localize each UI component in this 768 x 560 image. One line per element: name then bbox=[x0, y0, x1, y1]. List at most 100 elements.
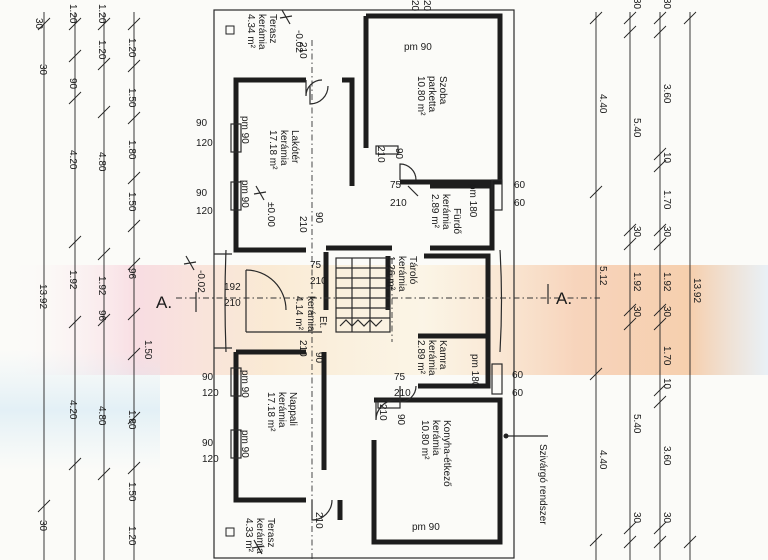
room-name: Kamra bbox=[437, 340, 448, 370]
room-area: 10.80 m² bbox=[415, 76, 426, 116]
left-dim-c1-0: 30 bbox=[33, 18, 44, 30]
right-dim-c2-6: 30 bbox=[631, 512, 642, 524]
left-dim-c4-7: 1.50 bbox=[126, 482, 137, 502]
door-width: 75 bbox=[390, 180, 402, 191]
walls bbox=[233, 13, 503, 545]
opening-pm180: pm 180 bbox=[469, 354, 480, 388]
door-height: 210 bbox=[297, 42, 308, 59]
right-dim-c3-7: 1.70 bbox=[661, 346, 672, 366]
opening-pm90: pm 90 bbox=[412, 522, 440, 533]
room-area: 17.18 m² bbox=[267, 130, 278, 170]
opening-pm90: pm 90 bbox=[239, 370, 250, 398]
left-dim-c4-2: 1.80 bbox=[126, 140, 137, 160]
left-dim-c2-0: 1.20 bbox=[67, 4, 78, 24]
opening-pm180: pm 180 bbox=[467, 184, 478, 218]
top-dim-1: 20 bbox=[421, 0, 432, 12]
window-height: 120 bbox=[202, 388, 219, 399]
left-dim-c4-6: 1.80 bbox=[126, 410, 137, 430]
room-name: Szoba bbox=[437, 76, 448, 105]
left-dim-c4-3: 1.50 bbox=[126, 192, 137, 212]
right-dim-c3-6: 30 bbox=[661, 306, 672, 318]
opening-pm90: pm 90 bbox=[239, 180, 250, 208]
door-width: 90 bbox=[313, 352, 324, 364]
room-area: 17.18 m² bbox=[265, 392, 276, 432]
level-top: -0.02 bbox=[293, 30, 304, 53]
window-width: 90 bbox=[196, 118, 208, 129]
door-height: 210 bbox=[377, 404, 388, 421]
left-dim-c4-5: 1.50 bbox=[142, 340, 153, 360]
room-floor: parketta bbox=[426, 76, 437, 113]
level-marker-icon bbox=[183, 9, 293, 555]
door-height: 210 bbox=[375, 146, 386, 163]
room-area: 10.80 m² bbox=[419, 420, 430, 460]
room-area: 4.14 m² bbox=[293, 296, 304, 331]
level-side: -0.02 bbox=[195, 270, 206, 293]
window-width: 90 bbox=[196, 188, 208, 199]
left-dim-c3-5: 4.80 bbox=[96, 406, 107, 426]
slab-outline bbox=[213, 9, 515, 559]
right-dim-c3-1: 3.60 bbox=[661, 84, 672, 104]
left-dim-c4-8: 1.20 bbox=[126, 526, 137, 546]
room-name: Lakótér bbox=[289, 130, 300, 164]
terrace-marker-icon-bottom bbox=[225, 527, 235, 537]
right-dim-c2-3: 1.92 bbox=[631, 272, 642, 292]
left-dimension-chains: 30 30 13.92 30 1.20 90 4.20 1.92 4.20 1.… bbox=[33, 4, 153, 560]
room-area: 2.89 m² bbox=[415, 340, 426, 375]
room-labels: Terasz kerámia 4.34 m² Lakótér kerámia 1… bbox=[243, 14, 462, 554]
room-name: Tároló bbox=[407, 256, 418, 285]
window-height: 120 bbox=[196, 138, 213, 149]
room-name: Fürdő bbox=[451, 208, 462, 235]
section-markers: A. A. bbox=[156, 284, 572, 312]
opening-pm90: pm 90 bbox=[239, 430, 250, 458]
right-dim-c3-2: 10 bbox=[661, 152, 672, 164]
left-dim-c3-3: 1.92 bbox=[96, 276, 107, 296]
right-dim-c3-3: 1.70 bbox=[661, 190, 672, 210]
right-dim-c1-2: 4.40 bbox=[597, 450, 608, 470]
doors bbox=[245, 79, 419, 521]
right-dim-c2-5: 5.40 bbox=[631, 414, 642, 434]
section-marker-left: A. bbox=[156, 293, 172, 312]
right-dim-c3-10: 30 bbox=[661, 512, 672, 524]
right-dim-c2-2: 30 bbox=[631, 226, 642, 238]
right-dim-c3-4: 30 bbox=[661, 226, 672, 238]
room-area: 2.89 m² bbox=[429, 194, 440, 229]
left-dim-c3-2: 4.80 bbox=[96, 152, 107, 172]
scan-cool-band bbox=[0, 350, 160, 470]
right-dim-c3-0: 30 bbox=[661, 0, 672, 10]
stair bbox=[335, 257, 391, 333]
door-height: 210 bbox=[394, 388, 411, 399]
terrace-marker-icon bbox=[225, 25, 235, 35]
left-dim-c4-1: 1.50 bbox=[126, 88, 137, 108]
left-dim-c3-4: 96 bbox=[96, 310, 107, 322]
windows bbox=[230, 123, 503, 459]
window-width: 60 bbox=[512, 370, 524, 381]
window-height: 60 bbox=[512, 388, 524, 399]
right-dim-c3-9: 3.60 bbox=[661, 446, 672, 466]
right-dim-c4-0: 13.92 bbox=[691, 278, 702, 303]
room-floor: kerámia bbox=[440, 194, 451, 230]
room-area: 4.33 m² bbox=[243, 518, 254, 553]
window-height: 120 bbox=[202, 454, 219, 465]
window-height: 60 bbox=[514, 198, 526, 209]
left-dim-c2-2: 4.20 bbox=[67, 150, 78, 170]
drain-label: Szivárgó rendszer bbox=[537, 444, 548, 525]
left-dim-c3-0: 1.20 bbox=[96, 4, 107, 24]
left-dim-c4-0: 1.20 bbox=[126, 38, 137, 58]
room-floor: kerámia bbox=[430, 420, 441, 456]
window-height: 120 bbox=[196, 206, 213, 217]
door-height: 210 bbox=[297, 340, 308, 357]
door-width: 90 bbox=[395, 414, 406, 426]
door-height: 210 bbox=[224, 298, 241, 309]
right-dim-c2-1: 5.40 bbox=[631, 118, 642, 138]
left-dim-c2-4: 4.20 bbox=[67, 400, 78, 420]
door-height: 210 bbox=[297, 216, 308, 233]
opening-pm90: pm 90 bbox=[239, 116, 250, 144]
right-dim-c3-5: 1.92 bbox=[661, 272, 672, 292]
room-name: Et. bbox=[317, 316, 328, 328]
right-dimension-chains: 4.40 5.12 4.40 30 5.40 30 1.92 30 5.40 3… bbox=[589, 0, 702, 560]
door-width: 90 bbox=[313, 212, 324, 224]
door-height: 210 bbox=[390, 198, 407, 209]
room-area: 4.34 m² bbox=[245, 14, 256, 49]
compass-marks bbox=[183, 9, 548, 555]
